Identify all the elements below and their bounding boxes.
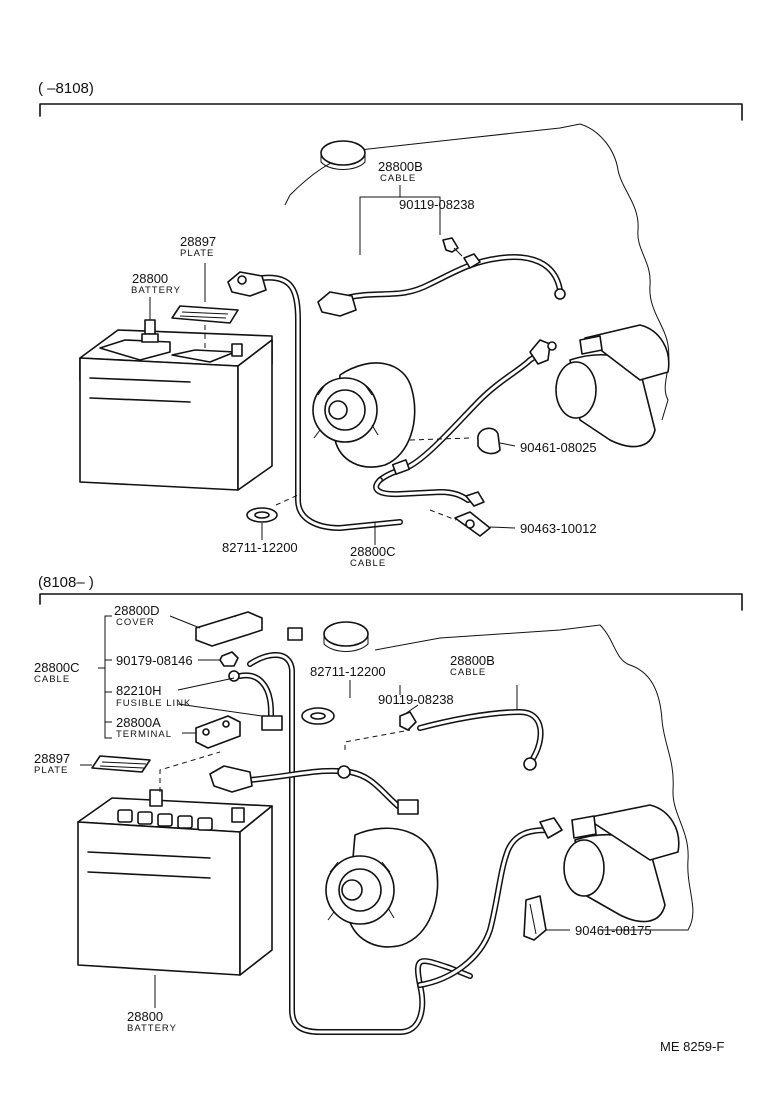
plate-top xyxy=(171,305,239,348)
part-code-90463-10012: 90463-10012 xyxy=(520,521,597,536)
section-1-range-label: ( –8108) xyxy=(38,80,94,97)
terminal-guide-dash xyxy=(159,751,221,792)
clamp-90463-10012 xyxy=(429,509,491,537)
section-1-frame xyxy=(39,103,743,121)
part-code-90461-08175: 90461-08175 xyxy=(575,923,652,938)
part-desc-cable-top: CABLE xyxy=(380,173,417,184)
starter-bottom xyxy=(563,804,680,923)
part-code-28800A: 28800A xyxy=(116,715,161,730)
clip-90461-08025 xyxy=(409,427,501,455)
leaders-section-2 xyxy=(80,615,570,1008)
cable-28800C-bottom xyxy=(209,652,563,1035)
part-desc-cable-28800B-bottom: CABLE xyxy=(450,667,487,678)
filler-cap-top xyxy=(320,140,366,170)
part-code-28800D: 28800D xyxy=(114,603,160,618)
part-desc-cable-28800C-top: CABLE xyxy=(350,558,387,569)
section-2-range-label: (8108– ) xyxy=(38,574,94,591)
drawing-reference-code: ME 8259-F xyxy=(660,1039,725,1054)
part-code-28800-bottom: 28800 xyxy=(127,1009,164,1024)
part-code-90119-bottom: 90119-08238 xyxy=(378,692,454,707)
part-desc-plate-bottom: PLATE xyxy=(34,765,69,776)
cover-28800D xyxy=(195,611,263,647)
part-code-28800B-top: 28800B xyxy=(378,159,423,174)
part-desc-battery-bottom: BATTERY xyxy=(127,1023,177,1034)
part-desc-cover: COVER xyxy=(116,617,155,628)
part-desc-terminal: TERMINAL xyxy=(116,729,173,740)
part-code-82711-top: 82711-12200 xyxy=(222,540,298,555)
fusible-link-82210H xyxy=(228,627,303,731)
part-desc-battery-top: BATTERY xyxy=(131,285,181,296)
starter-top xyxy=(555,324,670,448)
battery-bottom xyxy=(77,789,273,976)
battery-top xyxy=(79,319,273,491)
part-desc-cable-28800C-bottom: CABLE xyxy=(34,674,71,685)
part-code-28800-top: 28800 xyxy=(132,271,169,286)
filler-cap-bottom xyxy=(323,621,369,652)
part-code-28800B-bottom: 28800B xyxy=(450,653,495,668)
bolt-90119-top xyxy=(442,237,463,257)
part-code-82711-bottom: 82711-12200 xyxy=(310,664,386,679)
part-code-90119-top: 90119-08238 xyxy=(399,197,475,212)
battery-caps xyxy=(117,809,213,831)
part-code-82210H: 82210H xyxy=(116,683,162,698)
part-code-28800C-bottom: 28800C xyxy=(34,660,80,675)
nut-90179 xyxy=(219,651,239,667)
alternator-bottom xyxy=(325,827,439,948)
part-code-90461-08025: 90461-08025 xyxy=(520,440,597,455)
cable-28800B-bottom xyxy=(344,709,544,771)
cable-28800B-top xyxy=(317,253,566,317)
grommet-82711-bottom xyxy=(301,707,335,725)
alternator-top xyxy=(312,362,416,468)
section-2-frame xyxy=(39,593,743,611)
terminal-28800A xyxy=(195,715,241,749)
plate-bottom xyxy=(91,755,151,773)
part-code-90179-08146: 90179-08146 xyxy=(116,653,193,668)
part-code-28897-top: 28897 xyxy=(180,234,217,249)
part-code-28897-bottom: 28897 xyxy=(34,751,71,766)
part-desc-fusible-link-label: FUSIBLE LINK xyxy=(116,698,192,709)
part-desc-plate-top: PLATE xyxy=(180,248,215,259)
bolt-90119-bottom xyxy=(399,711,417,731)
clip-90461-08175 xyxy=(523,895,547,941)
engine-outline-bottom xyxy=(374,624,694,931)
leaders-section-1 xyxy=(149,185,516,545)
part-code-28800C-top: 28800C xyxy=(350,544,396,559)
grommet-82711-top xyxy=(246,494,299,523)
cable-28800C-top xyxy=(227,271,557,531)
